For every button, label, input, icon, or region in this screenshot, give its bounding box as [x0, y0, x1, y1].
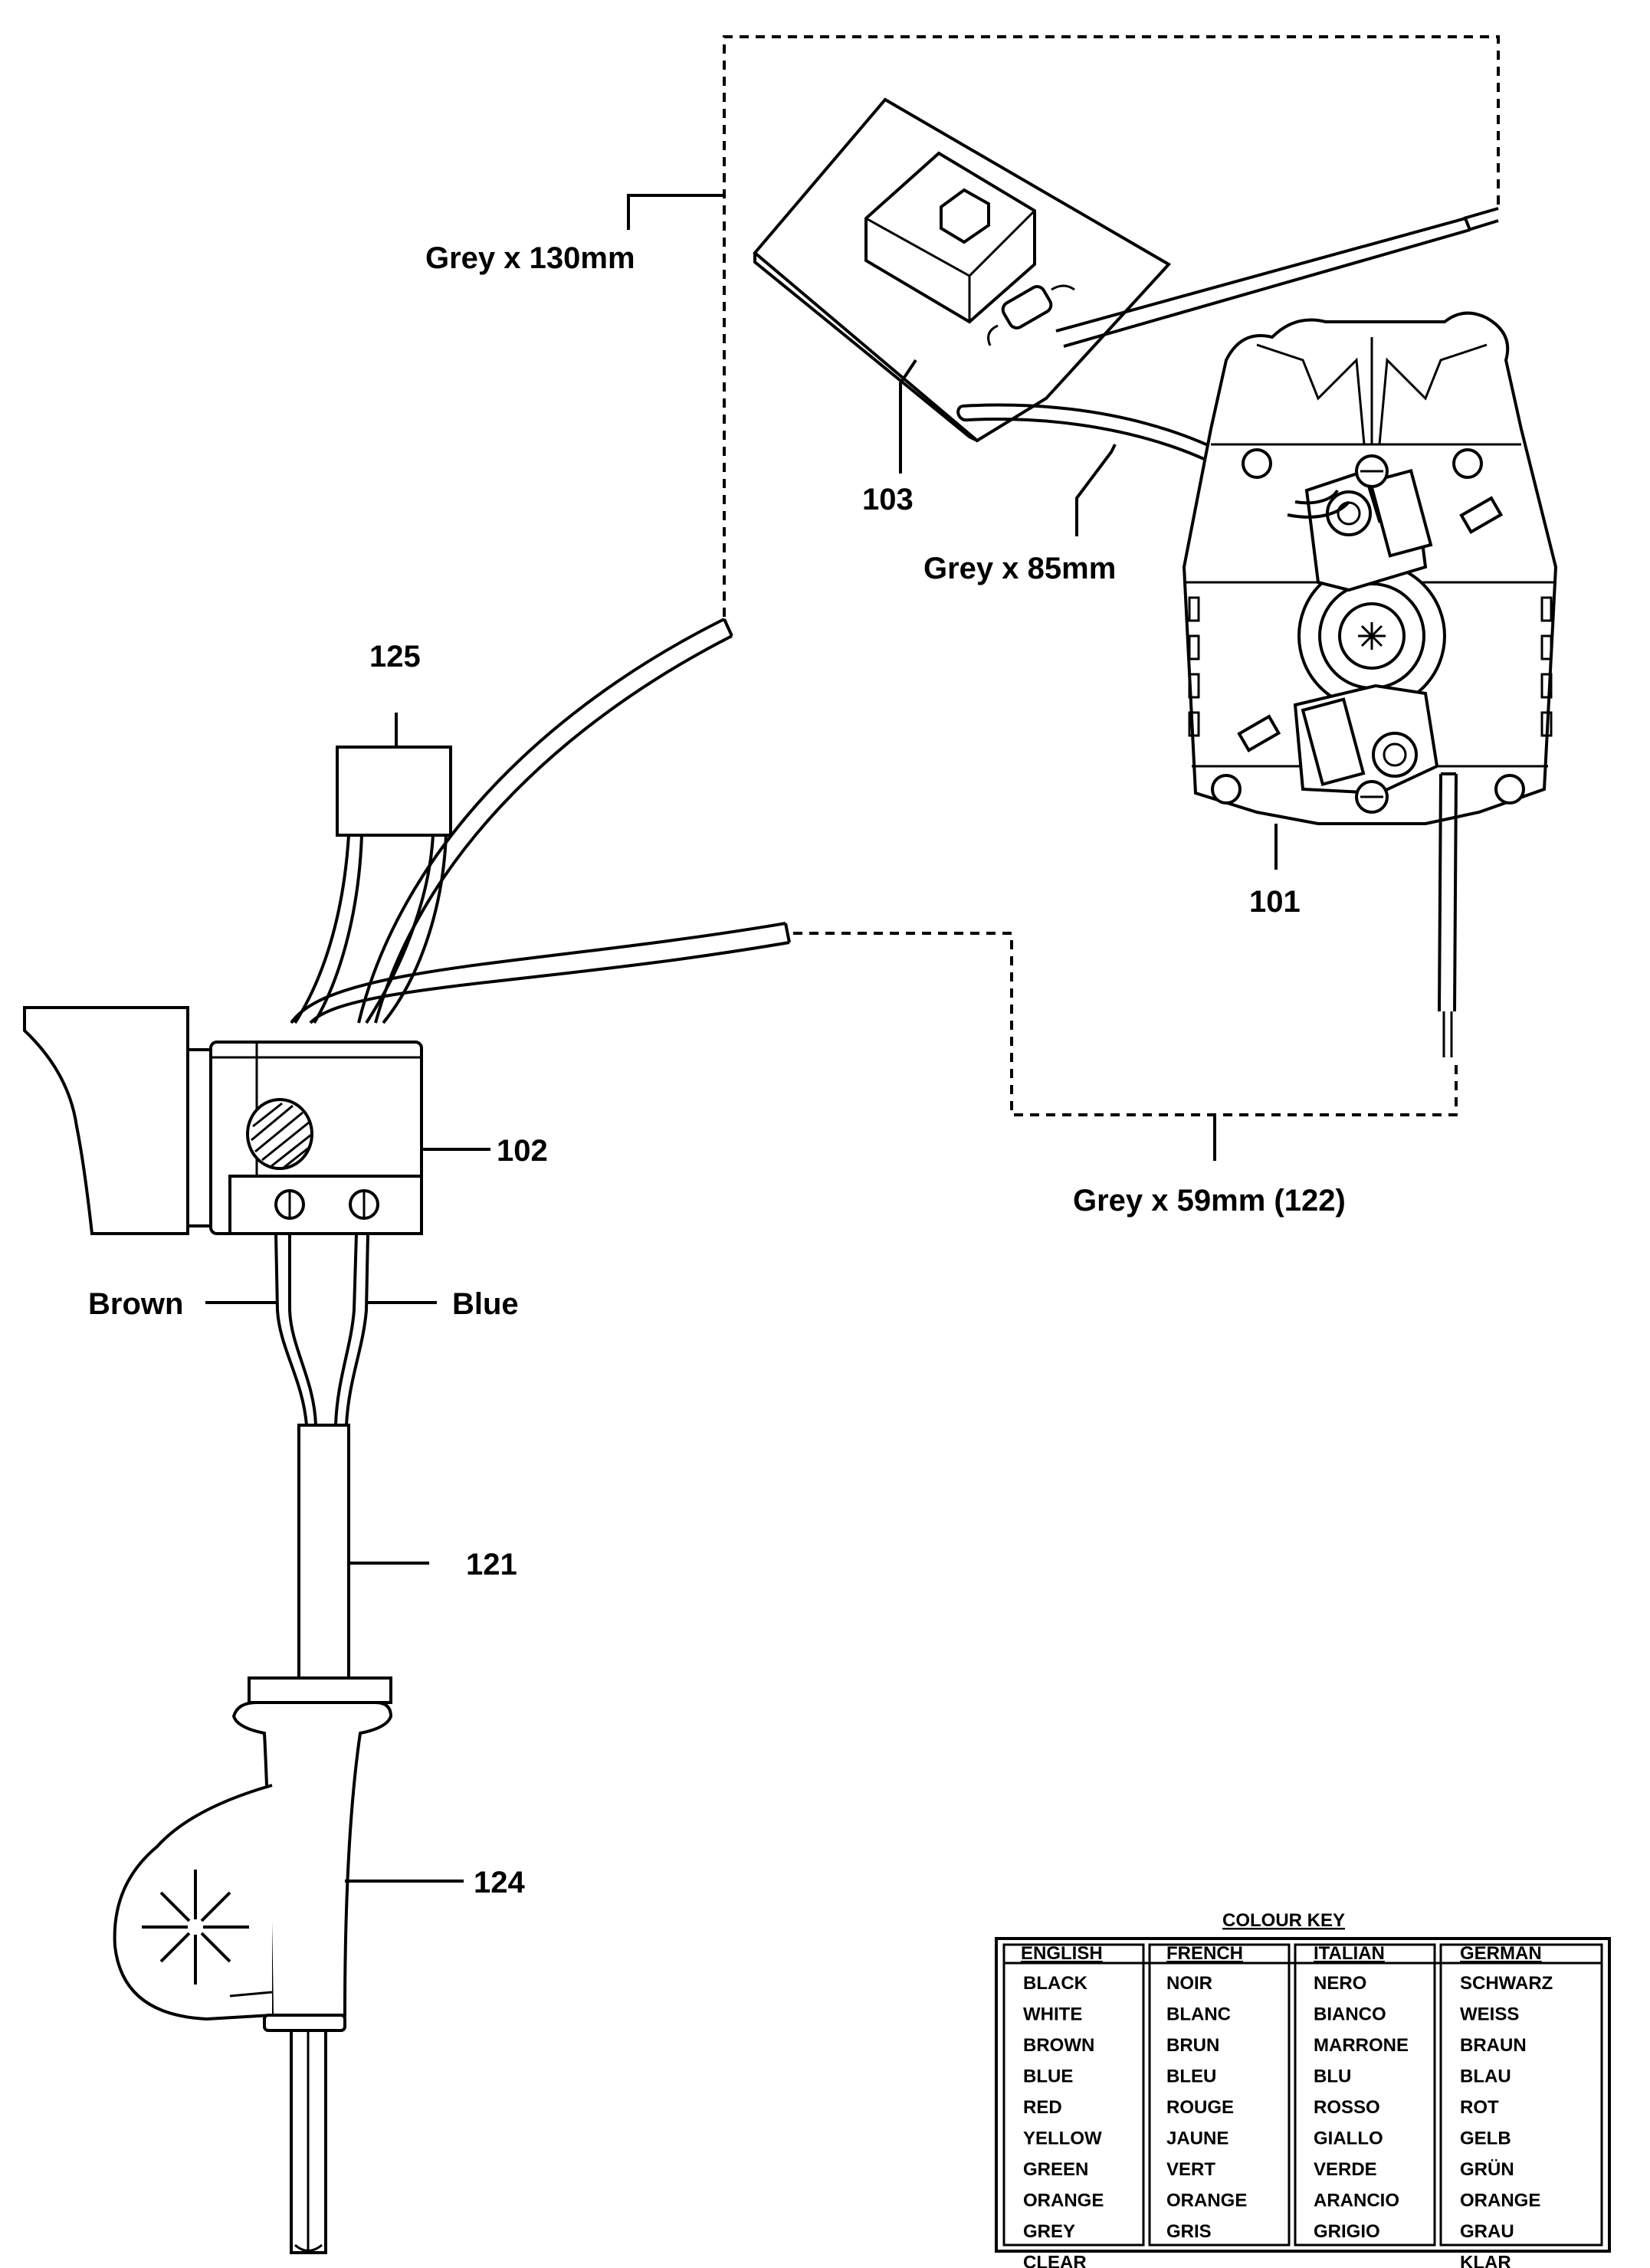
part-124-guard	[113, 1676, 464, 2254]
colour-key-cell: GIALLO	[1314, 2129, 1383, 2149]
leader-lines	[627, 194, 1278, 1161]
part-101-motor	[1182, 311, 1558, 825]
label-part-124: 124	[474, 1866, 525, 1899]
label-grey-85mm: Grey x 85mm	[923, 552, 1116, 585]
colour-key-cell: BLEU	[1166, 2066, 1216, 2087]
colour-key-cell: ROUGE	[1166, 2097, 1234, 2118]
colour-key-cell: BLANC	[1166, 2004, 1231, 2025]
colour-key-cell: NERO	[1314, 1973, 1366, 1994]
colour-key-title: COLOUR KEY	[1222, 1910, 1345, 1931]
colour-key-cell: YELLOW	[1023, 2129, 1102, 2149]
colour-key: COLOUR KEY ENGLISH BLACK WHITE BROWN BLUE RED…	[995, 1910, 1611, 2268]
colour-key-cell: SCHWARZ	[1460, 1973, 1553, 1994]
colour-key-cell: BLAU	[1460, 2066, 1511, 2087]
dashed-route-grey-130	[723, 35, 1500, 617]
switch-wires	[290, 618, 791, 1024]
colour-key-cell: BLACK	[1023, 1973, 1088, 1994]
part-121-cable	[297, 1424, 429, 1680]
colour-key-cell: ROSSO	[1314, 2097, 1380, 2118]
colour-key-cell: BLU	[1314, 2066, 1351, 2087]
colour-key-header-french: FRENCH	[1166, 1943, 1243, 1964]
colour-key-cell: GREY	[1023, 2221, 1075, 2242]
colour-key-cell: ORANGE	[1023, 2191, 1104, 2211]
label-brown: Brown	[88, 1287, 183, 1321]
label-part-102: 102	[497, 1134, 548, 1168]
colour-key-header-german: GERMAN	[1460, 1943, 1542, 1964]
label-blue: Blue	[452, 1287, 519, 1321]
part-103-board	[753, 97, 1172, 443]
colour-key-cell: GELB	[1460, 2129, 1511, 2149]
label-part-101: 101	[1249, 885, 1301, 919]
colour-key-cell: ORANGE	[1460, 2191, 1540, 2211]
label-grey-130mm: Grey x 130mm	[425, 241, 635, 275]
colour-key-cell: CLEAR	[1023, 2253, 1087, 2268]
label-part-121: 121	[466, 1548, 517, 1581]
colour-key-cell: MARRONE	[1314, 2035, 1409, 2056]
part-102-switch	[23, 1006, 490, 1235]
colour-key-cell: GRIS	[1166, 2221, 1212, 2242]
colour-key-cell: BRUN	[1166, 2035, 1219, 2056]
grey-wire-to-130	[1055, 207, 1499, 348]
label-grey-59mm: Grey x 59mm (122)	[1073, 1184, 1346, 1218]
colour-key-header-italian: ITALIAN	[1314, 1943, 1385, 1964]
colour-key-cell: GRÜN	[1460, 2159, 1514, 2180]
colour-key-cell: VERT	[1166, 2159, 1215, 2180]
colour-key-table: ENGLISH BLACK WHITE BROWN BLUE RED YELLOW GREEN…	[1021, 1943, 1553, 2268]
star-vent-icon	[142, 1870, 249, 1984]
colour-key-cell: NOIR	[1166, 1973, 1212, 1994]
colour-key-cell: WEISS	[1460, 2004, 1519, 2025]
colour-key-cell: ORANGE	[1166, 2191, 1247, 2211]
colour-key-cell: ARANCIO	[1314, 2191, 1399, 2211]
label-part-125: 125	[369, 640, 421, 674]
label-part-103: 103	[862, 483, 914, 516]
colour-key-cell: BRAUN	[1460, 2035, 1527, 2056]
dashed-route-grey-59	[793, 932, 1458, 1116]
colour-key-cell: VERDE	[1314, 2159, 1377, 2180]
colour-key-cell: BLUE	[1023, 2066, 1073, 2087]
motor-lead-wire	[1438, 772, 1458, 1057]
colour-key-cell: JAUNE	[1166, 2129, 1228, 2149]
colour-key-cell: GRAU	[1460, 2221, 1514, 2242]
colour-key-cell: WHITE	[1023, 2004, 1082, 2025]
colour-key-cell: KLAR	[1460, 2253, 1511, 2268]
colour-key-cell: BROWN	[1023, 2035, 1094, 2056]
colour-key-header-english: ENGLISH	[1021, 1943, 1103, 1964]
part-125-sleeve	[336, 713, 452, 837]
colour-key-cell: BIANCO	[1314, 2004, 1386, 2025]
colour-key-cell: RED	[1023, 2097, 1062, 2118]
mains-leads	[205, 1233, 437, 1426]
colour-key-cell: GREEN	[1023, 2159, 1088, 2180]
colour-key-cell: GRIGIO	[1314, 2221, 1380, 2242]
colour-key-cell: ROT	[1460, 2097, 1499, 2118]
